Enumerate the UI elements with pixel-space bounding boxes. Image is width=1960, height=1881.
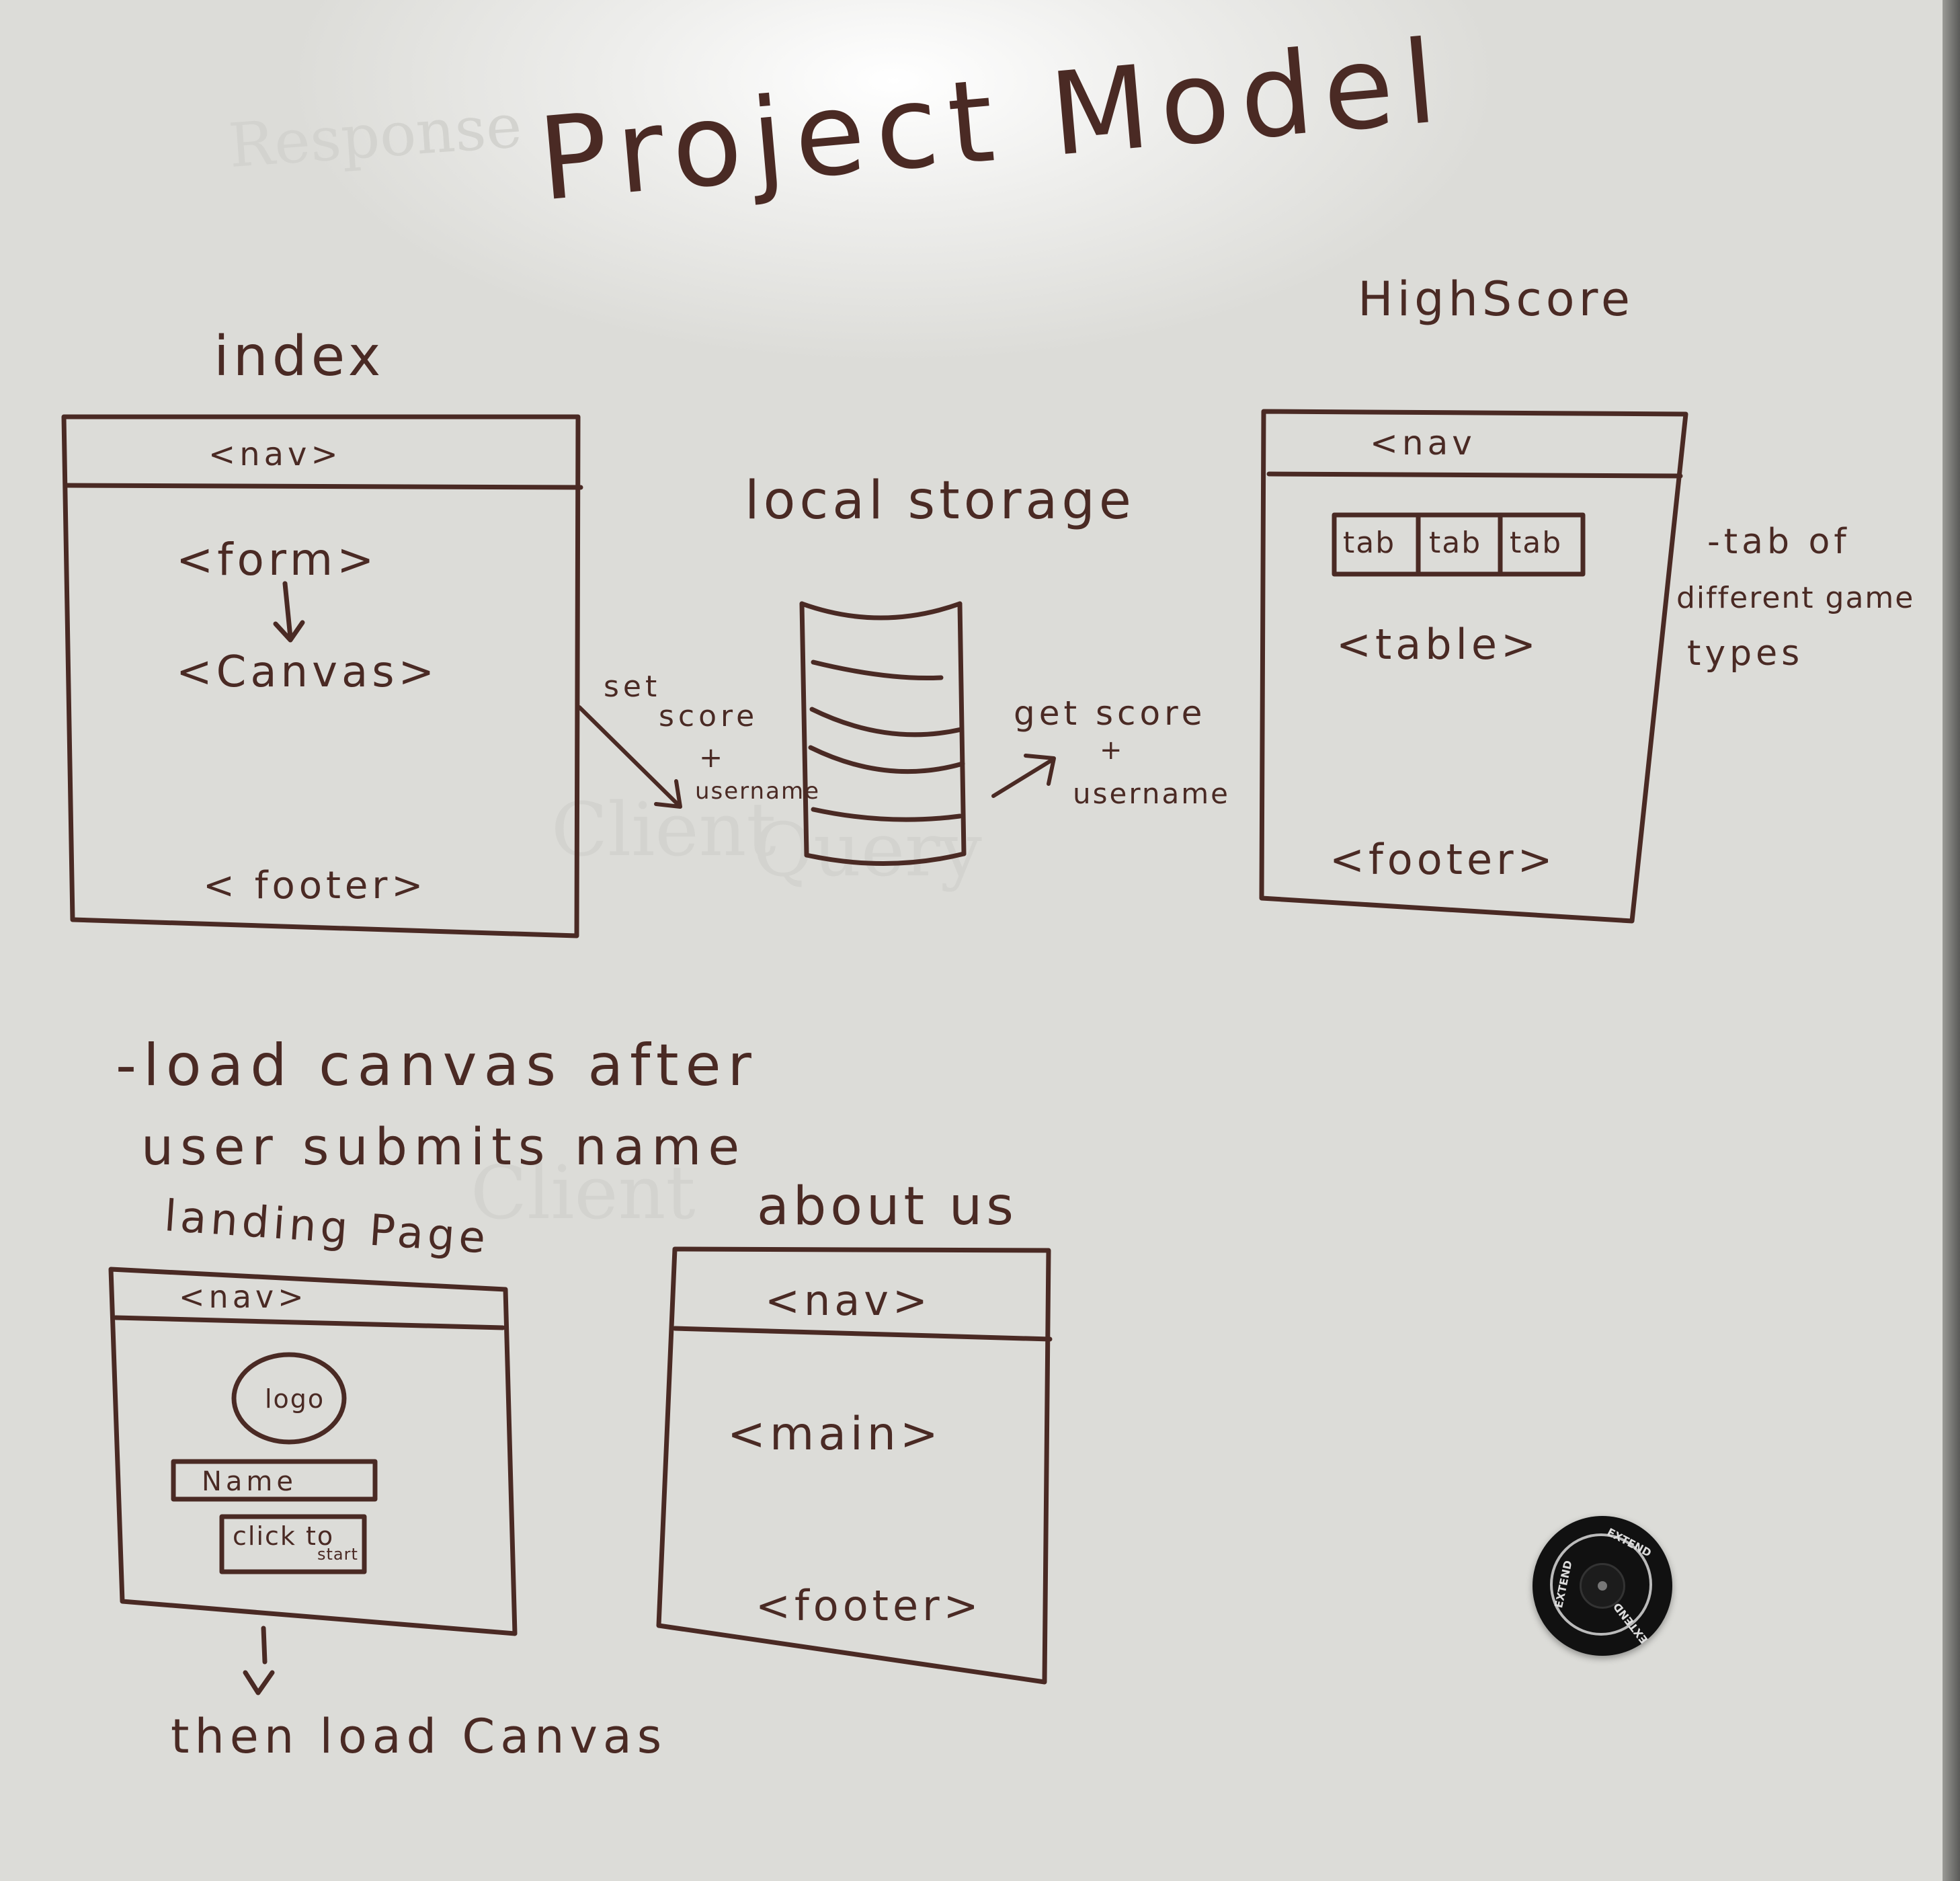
landing-name-input[interactable]: Name xyxy=(202,1466,298,1497)
ghost-text-query: Query xyxy=(753,807,982,893)
ghost-text-client-2: Client xyxy=(471,1150,696,1236)
about-wireframe xyxy=(656,1246,1053,1685)
highscore-nav-tag: <nav xyxy=(1370,424,1476,463)
get-plus-label: + xyxy=(1100,735,1127,766)
landing-nav-tag: <nav> xyxy=(179,1279,308,1315)
highscore-note-line1: -tab of xyxy=(1707,522,1850,562)
highscore-table-tag: <table> xyxy=(1336,620,1540,669)
highscore-footer-tag: <footer> xyxy=(1330,835,1557,884)
highscore-wireframe xyxy=(1259,409,1688,924)
index-nav-tag: <nav> xyxy=(208,436,342,473)
set-username-label: username xyxy=(695,778,820,805)
about-footer-tag: <footer> xyxy=(756,1581,983,1630)
set-plus-label: + xyxy=(699,741,727,774)
index-footer-tag: < footer> xyxy=(203,864,427,908)
index-canvas-tag: <Canvas> xyxy=(176,647,439,697)
landing-logo: logo xyxy=(265,1384,325,1414)
landing-wireframe xyxy=(108,1267,518,1695)
board-frame-edge xyxy=(1943,0,1960,1881)
ghost-text-client: Client xyxy=(551,787,776,873)
highscore-tab-3[interactable]: tab xyxy=(1510,526,1563,560)
highscore-tab-2[interactable]: tab xyxy=(1429,526,1482,560)
magnet-ring xyxy=(1550,1533,1652,1636)
highscore-note-line3: types xyxy=(1687,633,1804,674)
get-score-arrow xyxy=(991,754,1056,798)
note-load-line1: -load canvas after xyxy=(116,1032,758,1099)
index-wireframe xyxy=(61,414,583,938)
about-main-tag: <main> xyxy=(727,1408,942,1461)
get-username-label: username xyxy=(1073,777,1230,810)
index-label: index xyxy=(214,325,385,389)
highscore-label: HighScore xyxy=(1358,272,1634,327)
get-score-label: get score xyxy=(1014,694,1207,733)
highscore-note-line2: different game xyxy=(1676,581,1915,615)
landing-start-button-word[interactable]: start xyxy=(317,1545,358,1564)
landing-after-note: then load Canvas xyxy=(171,1709,667,1764)
set-score-label: score xyxy=(659,699,759,733)
local-storage-cylinder xyxy=(799,601,967,866)
about-nav-tag: <nav> xyxy=(765,1276,932,1325)
highscore-tab-1[interactable]: tab xyxy=(1343,526,1396,560)
landing-start-button[interactable]: click to xyxy=(233,1521,335,1551)
set-score-arrow xyxy=(577,705,682,809)
set-label: set xyxy=(604,670,661,704)
note-load-line2: user submits name xyxy=(141,1117,747,1176)
magnet-center-dot xyxy=(1598,1581,1607,1591)
board-magnet: EXTEND EXTEND EXTEND xyxy=(1533,1516,1672,1656)
about-label: about us xyxy=(757,1176,1018,1237)
index-form-tag: <form> xyxy=(176,534,378,586)
local-storage-label: local storage xyxy=(745,471,1135,531)
